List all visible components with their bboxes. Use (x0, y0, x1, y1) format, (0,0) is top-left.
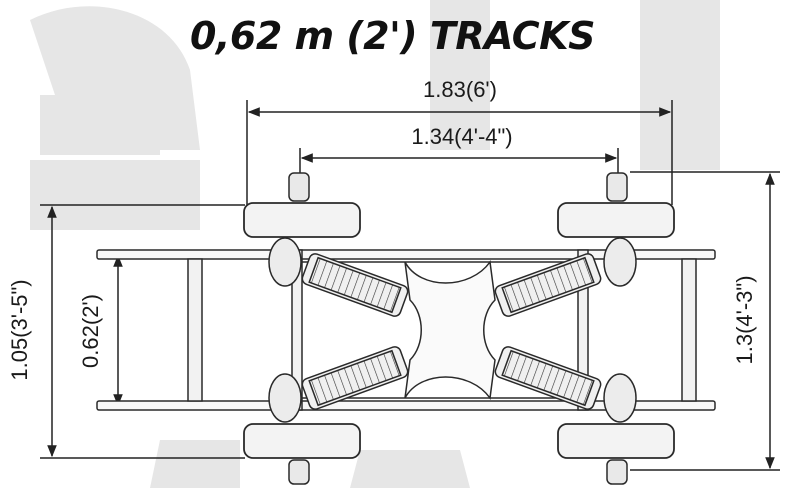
background-watermark (30, 0, 720, 488)
left-outer-height-label: 1.05(3'-5") (7, 279, 32, 380)
left-outer-height-dimension (40, 204, 245, 459)
left-inner-height-label: 0.62(2') (78, 294, 103, 368)
side-rails (96, 249, 716, 411)
end-cross-bars (187, 249, 697, 411)
track-pad-bottom-right (557, 423, 675, 459)
diagram-title: 0,62 m (2') TRACKS (190, 14, 595, 58)
spring-assembly-top-right (494, 253, 602, 317)
track-pad-bottom-left (243, 423, 361, 459)
pad-knobs (288, 172, 628, 485)
inner-width-label: 1.34(4'-4") (411, 124, 512, 149)
track-pad-top-right (557, 202, 675, 238)
left-inner-height-dimension (100, 253, 135, 408)
spring-assembly-bottom-left (301, 346, 409, 410)
right-height-label: 1.3(4'-3") (732, 275, 757, 364)
track-pads (243, 202, 675, 459)
pivot-hubs (268, 237, 637, 423)
track-pad-top-left (243, 202, 361, 238)
overall-width-label: 1.83(6') (423, 77, 497, 102)
overall-width-dimension (246, 100, 673, 205)
inner-width-dimension (299, 148, 619, 180)
spring-assembly-top-left (301, 253, 409, 317)
spring-assembly-bottom-right (494, 346, 602, 410)
right-height-dimension (630, 171, 780, 471)
